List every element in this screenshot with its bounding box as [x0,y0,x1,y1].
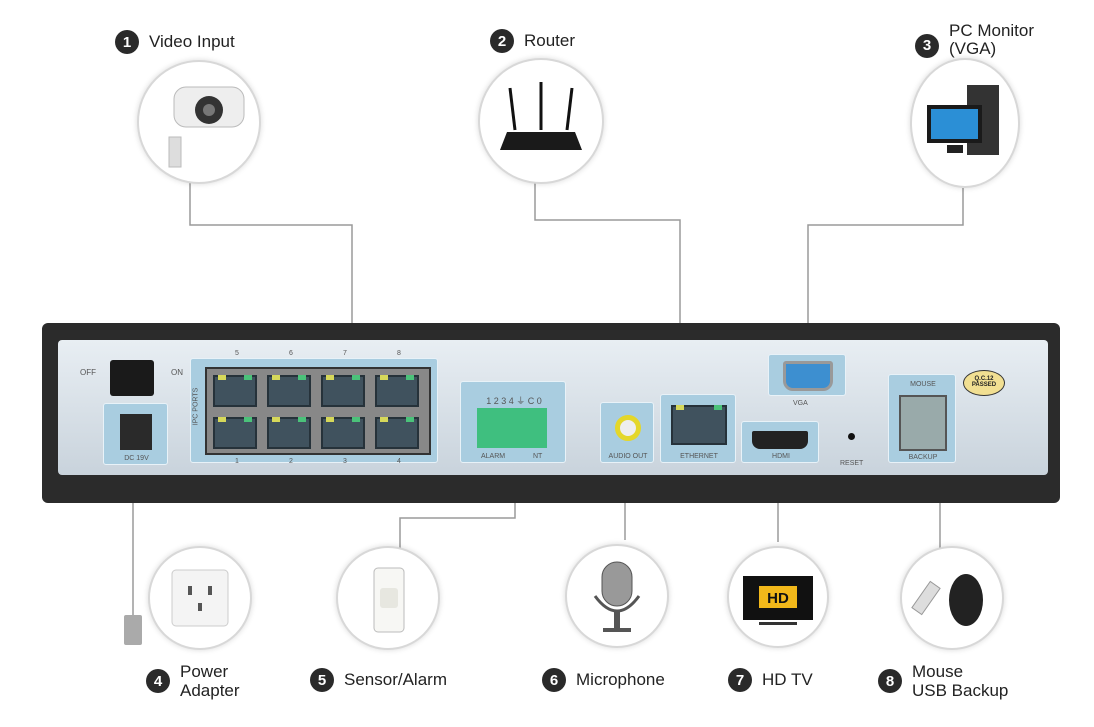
ipc-port-5[interactable] [213,375,257,407]
vga-label: VGA [793,400,808,407]
power-plug-icon [124,615,142,645]
ethernet-port[interactable] [671,405,727,445]
sensor-icon [373,567,405,633]
dc-jack[interactable] [120,414,152,450]
microphone-circle [565,544,669,648]
vga-port[interactable] [783,361,833,391]
hdtv-icon: HD [743,576,813,625]
dc-box: DC 19V [103,403,168,465]
hd-badge: HD [767,590,789,607]
ethernet-box: ETHERNET [660,394,736,463]
hdmi-port[interactable] [752,431,808,449]
router-circle [478,58,604,184]
ipc-port-1[interactable] [213,417,257,449]
microphone-icon [593,561,641,632]
mouse-circle [900,546,1004,650]
ipc-port-3[interactable] [321,417,365,449]
router-icon [500,82,582,150]
usb-ports[interactable] [899,395,947,451]
outlet-circle [148,546,252,650]
ipc-port-8[interactable] [375,375,419,407]
pc-circle [910,58,1020,188]
camera-icon [168,86,245,168]
audio-box: AUDIO OUT [600,402,654,463]
sensor-circle [336,546,440,650]
ipc-port-4[interactable] [375,417,419,449]
audio-out-jack[interactable] [615,415,641,441]
power-switch[interactable] [110,360,154,396]
power-outlet-icon [171,569,229,627]
on-label: ON [171,368,183,377]
pc-monitor-icon [927,85,999,155]
alarm-terminal[interactable] [477,408,547,448]
usb-box: MOUSE BACKUP [888,374,956,463]
hdtv-circle: HD [727,546,829,648]
ipc-port-2[interactable] [267,417,311,449]
vga-box [768,354,846,396]
ipc-port-6[interactable] [267,375,311,407]
ipc-port-7[interactable] [321,375,365,407]
off-label: OFF [80,368,96,377]
reset-label: RESET [840,460,864,467]
hdmi-box: HDMI [741,421,819,463]
mouse-usb-icon [911,574,983,626]
camera-circle [137,60,261,184]
reset-button[interactable] [848,433,855,440]
ipc-ports [205,367,431,455]
